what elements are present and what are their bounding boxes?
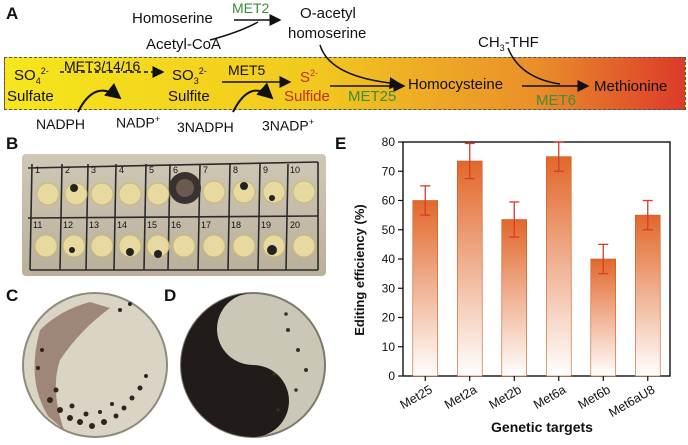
plate-b-grid [27,161,319,271]
homocysteine-label: Homocysteine [408,76,504,93]
y-tick-label: 50 [382,223,396,237]
plate-label-3: 3 [91,165,97,175]
plate-label-9: 9 [263,165,269,175]
plate-label-5: 5 [149,165,155,175]
panel-letter-b: B [6,134,19,153]
y-tick-label: 60 [382,194,396,208]
panel-letter-c: C [6,286,19,305]
met2-label: MET2 [232,0,270,16]
sulfite-label: Sulfite [168,88,210,105]
y-tick-label: 70 [382,164,396,178]
bar-met6b [590,258,617,377]
o-acetyl-label: O-acetyl [300,5,356,22]
plate-label-12: 12 [63,220,74,230]
chart-x-axis-label: Genetic targets [491,419,593,435]
x-tick-label: Met6a [531,382,568,412]
x-tick-label: Met25 [398,382,435,412]
chart-y-axis-label: Editing efficiency (%) [352,204,367,335]
plate-label-16: 16 [171,220,182,230]
plate-label-8: 8 [233,165,239,175]
met6-label: MET6 [536,92,577,109]
y-tick-label: 80 [382,135,396,149]
homoserine-label: Homoserine [132,10,213,27]
methionine-label: Methionine [594,78,668,95]
y-tick-label: 40 [382,252,396,266]
plate-b-numbers-row2: 11 12 13 14 15 16 17 18 19 20 [22,220,326,234]
plate-label-7: 7 [203,165,209,175]
met31416-label: MET3/14/16 [64,58,141,74]
plate-label-17: 17 [201,220,212,230]
plate-c-photo [22,292,168,438]
plate-d-photo [180,292,326,438]
chart-frame [402,141,671,377]
bar-met2a [456,160,483,377]
s2-label: S2- [300,68,319,86]
sulfide-label: Sulfide [284,88,330,105]
panel-letter-e: E [335,134,347,153]
nadp3-label: 3NADP+ [262,117,314,134]
pathway-arrows [60,14,590,113]
plate-label-4: 4 [119,165,125,175]
plate-b-photo: 1 2 3 4 5 6 7 8 9 10 11 12 13 14 15 16 1… [22,154,326,276]
y-tick-label: 20 [382,311,396,325]
panel-letter-a: A [6,4,19,23]
plate-label-11: 11 [33,220,43,230]
ch3-thf-label: CH3-THF [478,34,539,53]
y-tick-label: 0 [388,369,395,383]
plate-label-15: 15 [147,220,158,230]
plate-label-6: 6 [173,165,179,175]
bar-met6a [545,156,572,377]
plate-label-13: 13 [89,220,100,230]
bar-met2b [501,219,528,377]
plate-label-18: 18 [231,220,242,230]
plate-b-numbers-row1: 1 2 3 4 5 6 7 8 9 10 [22,165,326,179]
panel-letter-d: D [164,286,177,305]
nadph-label: NADPH [36,116,86,132]
plate-label-14: 14 [117,220,128,230]
plate-label-2: 2 [65,165,71,175]
nadp-label: NADP+ [116,114,161,131]
x-tick-label: Met6aU8 [606,382,657,420]
nadph3-label: 3NADPH [177,119,234,135]
o-acetyl-homoserine-label: homoserine [288,25,367,42]
met5-label: MET5 [228,62,266,78]
plate-label-1: 1 [35,165,41,175]
y-tick-label: 30 [382,281,396,295]
met25-label: MET25 [348,88,397,105]
bar-met6au8 [634,214,661,377]
x-tick-label: Met2b [487,382,524,412]
so3-label: SO32- [172,66,207,86]
y-tick-label: 10 [382,340,396,354]
sulfate-label: Sulfate [7,88,54,105]
acetyl-coa-label: Acetyl-CoA [146,36,222,53]
so4-label: SO42- [14,66,49,86]
plate-label-20: 20 [290,220,301,230]
plate-label-10: 10 [290,165,301,175]
bar-met25 [412,200,439,377]
plate-label-19: 19 [261,220,272,230]
x-tick-label: Met2a [442,382,479,412]
